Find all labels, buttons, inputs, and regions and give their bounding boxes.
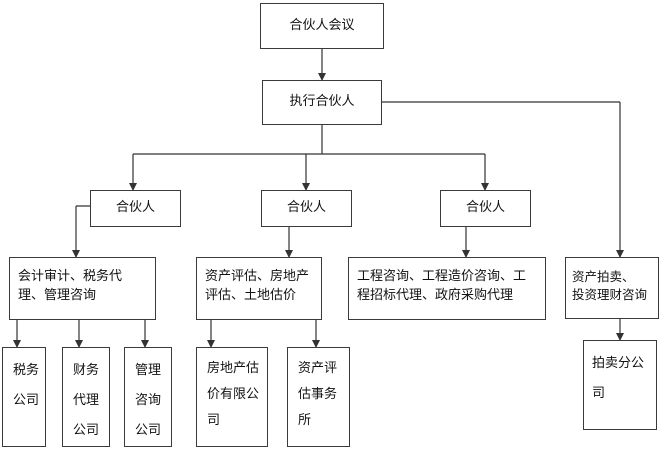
node-label: 合伙人 <box>286 200 326 216</box>
node-company-management: 管理 咨询 公司 <box>124 347 172 447</box>
node-partner-2: 合伙人 <box>261 190 352 227</box>
node-dept-audit: 会计审计、税务代 理、管理咨询 <box>9 257 156 320</box>
node-label: 资产评 估事务 所 <box>298 361 338 428</box>
node-label: 合伙人 <box>115 200 155 216</box>
node-label: 管理 咨询 公司 <box>135 363 162 438</box>
node-label: 财务 代理 公司 <box>73 363 100 438</box>
node-partner-1: 合伙人 <box>90 190 181 227</box>
node-label: 拍卖分公 司 <box>592 356 645 401</box>
node-label: 工程咨询、工程造价咨询、工 程招标代理、政府采购代理 <box>357 269 527 303</box>
node-label: 资产拍卖、 投资理财咨询 <box>572 269 648 303</box>
node-company-assets: 资产评 估事务 所 <box>287 347 350 447</box>
node-partner-3: 合伙人 <box>440 190 531 227</box>
node-label: 合伙人会议 <box>289 17 355 33</box>
node-executive-partner: 执行合伙人 <box>262 80 382 125</box>
node-label: 合伙人 <box>465 200 505 216</box>
node-company-realestate: 房地产估 价有限公 司 <box>196 347 268 447</box>
node-label: 税务 公司 <box>13 363 40 408</box>
node-dept-appraisal: 资产评估、房地产 评估、土地估价 <box>196 257 322 320</box>
node-label: 执行合伙人 <box>289 94 355 110</box>
node-company-auction-branch: 拍卖分公 司 <box>583 340 657 430</box>
node-label: 会计审计、税务代 理、管理咨询 <box>18 269 123 303</box>
node-company-finance: 财务 代理 公司 <box>62 347 110 447</box>
node-dept-engineering: 工程咨询、工程造价咨询、工 程招标代理、政府采购代理 <box>348 257 546 320</box>
node-company-tax: 税务 公司 <box>2 347 46 447</box>
node-dept-auction: 资产拍卖、 投资理财咨询 <box>565 257 659 319</box>
node-partners-meeting: 合伙人会议 <box>260 3 384 49</box>
node-label: 资产评估、房地产 评估、土地估价 <box>205 269 310 303</box>
node-label: 房地产估 价有限公 司 <box>207 361 260 428</box>
